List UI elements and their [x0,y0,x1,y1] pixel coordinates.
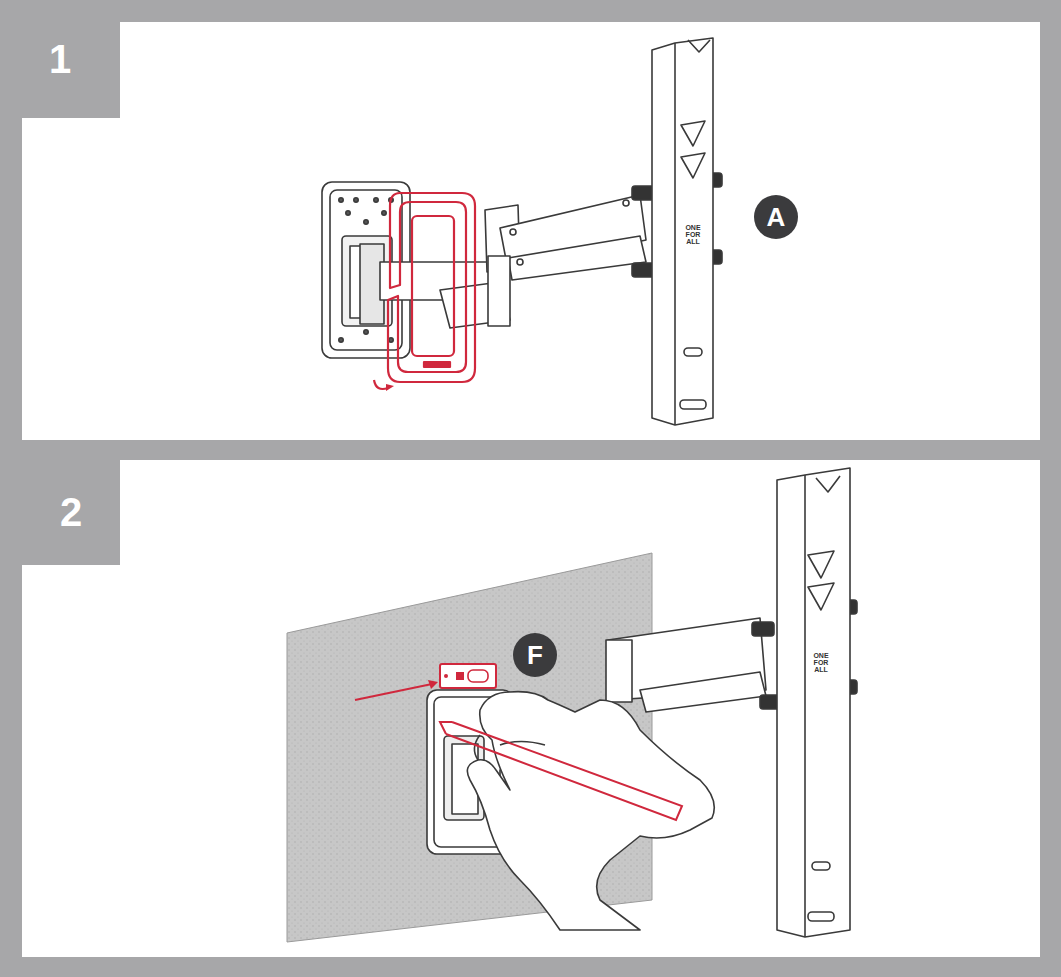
step-number: 1 [0,0,120,118]
callout-letter: A [754,195,798,239]
callout-letter: F [513,633,557,677]
brand-logo: ONE FOR ALL [810,652,832,673]
callout-letter-text: F [527,640,543,671]
brand-logo: ONE FOR ALL [682,224,704,245]
step-number: 2 [22,460,120,565]
step-number-text: 2 [60,490,82,535]
callout-letter-text: A [767,202,786,233]
step-number-text: 1 [49,37,71,82]
